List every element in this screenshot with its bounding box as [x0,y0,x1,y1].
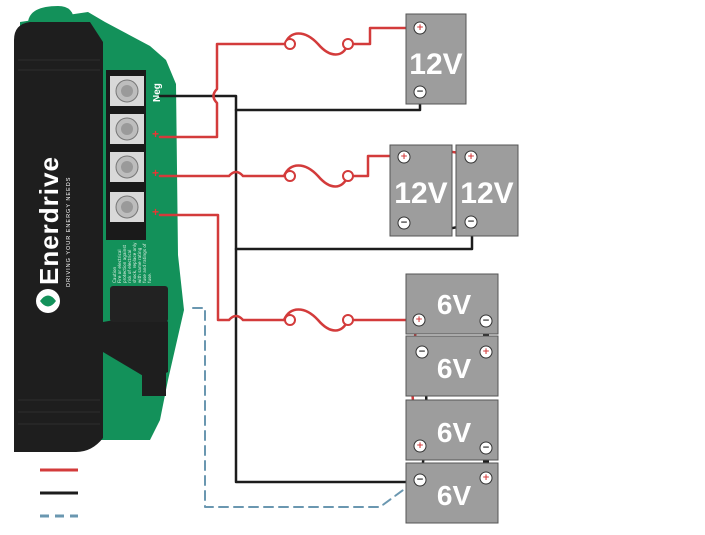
battery-12v-b: 12V + − [389,144,453,237]
charger-bracket [110,286,168,322]
svg-text:−: − [482,443,490,453]
svg-text:6V: 6V [437,480,472,511]
fuse-1 [283,32,350,56]
svg-text:+: + [416,441,424,451]
battery-12v-b-pos-terminal[interactable]: + [397,150,411,164]
neg-main-wire [158,94,422,484]
temp-sensor-wire [192,307,415,508]
svg-text:6V: 6V [437,417,472,448]
svg-text:with same rating: with same rating [137,247,142,283]
battery-6v-d-pos-terminal[interactable]: + [479,471,493,485]
svg-text:+: + [482,473,490,483]
svg-text:−: − [482,316,490,326]
battery-6v-a-neg-terminal[interactable]: − [479,314,493,328]
svg-text:fuse and ratings of: fuse and ratings of [142,243,147,283]
battery-charger: Enerdrive DRIVING YOUR ENERGY NEEDS [14,6,184,452]
charger-top-cap [28,6,74,22]
pos-label-3: + [152,205,159,219]
svg-text:fuse.: fuse. [147,273,152,283]
terminal-pos-2[interactable] [110,152,144,182]
battery-6v-b-pos-terminal[interactable]: + [479,345,493,359]
battery-12v-c-neg-terminal[interactable]: − [464,215,478,229]
warning-text: Caution Fire or electrical protection ag… [112,242,152,283]
svg-text:shock, replace only: shock, replace only [132,242,137,283]
svg-text:−: − [467,217,475,227]
battery-6v-b: 6V − + [405,335,499,397]
pos-label-1: + [152,127,159,141]
battery-6v-c-pos-terminal[interactable]: + [413,439,427,453]
battery-6v-c: 6V + − [405,399,499,461]
charger-black-body [14,22,168,452]
svg-text:protection against: protection against [122,244,127,283]
logo-swirl [40,295,56,307]
fuse-2 [282,164,350,188]
svg-text:12V: 12V [409,48,462,81]
battery-6v-b-neg-terminal[interactable]: − [415,345,429,359]
svg-text:−: − [418,347,426,357]
svg-text:+: + [482,347,490,357]
svg-text:12V: 12V [394,177,447,210]
battery-12v-c-pos-terminal[interactable]: + [464,150,478,164]
brand-tagline: DRIVING YOUR ENERGY NEEDS [66,177,72,287]
battery-6v-a: 6V + − [405,273,499,335]
svg-text:6V: 6V [437,353,472,384]
pos-wire-bank3 [158,213,286,322]
battery-6v-c-neg-terminal[interactable]: − [479,441,493,455]
pos-label-2: + [152,166,159,180]
svg-text:+: + [415,315,423,325]
neg-label: Neg [152,83,163,102]
battery-12v-b-neg-terminal[interactable]: − [397,216,411,230]
terminal-neg[interactable] [110,76,144,106]
charger-fins [18,59,100,425]
svg-text:Caution: Caution [112,266,117,283]
svg-text:−: − [400,218,408,228]
battery-6v-a-pos-terminal[interactable]: + [412,313,426,327]
svg-text:+: + [467,152,475,162]
fuse-3 [282,308,350,332]
svg-text:+: + [416,23,424,33]
svg-text:risk of electrical: risk of electrical [127,250,132,283]
battery-6v-d: 6V − + [405,462,499,524]
legend [40,468,78,518]
terminal-block [106,70,146,240]
pos-wire-bank1 [158,42,287,139]
svg-text:12V: 12V [460,177,513,210]
svg-text:−: − [416,87,424,97]
svg-text:+: + [400,152,408,162]
charger-bracket-leg [142,322,166,396]
neg-wire-bank1 [234,90,422,112]
terminal-pos-1[interactable] [110,114,144,144]
svg-text:−: − [416,475,424,485]
battery-12v-a-pos-terminal[interactable]: + [413,21,427,35]
battery-12v-a: 12V + − [405,13,467,105]
battery-12v-a-neg-terminal[interactable]: − [413,85,427,99]
svg-text:6V: 6V [437,289,472,320]
svg-text:Fire or electrical: Fire or electrical [117,249,122,283]
fuse-ends [284,38,354,326]
battery-6v-d-neg-terminal[interactable]: − [413,473,427,487]
terminal-pos-3[interactable] [110,192,144,222]
battery-12v-c: 12V + − [455,144,519,237]
brand-name: Enerdrive [34,156,64,285]
pos-wire-bank2 [158,170,286,178]
